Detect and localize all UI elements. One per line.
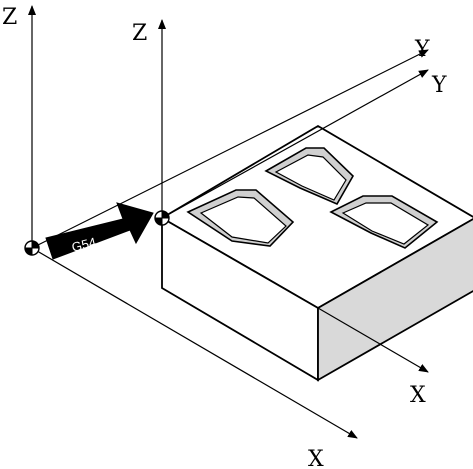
g54-label: G54 <box>70 234 97 255</box>
pocket-right <box>329 195 439 249</box>
workpiece-x-label: X <box>410 383 426 408</box>
machine-coordinate-system: Z X Y <box>2 5 430 469</box>
workpiece-coordinate-system: Z Y X <box>132 19 447 408</box>
machine-zero-symbol <box>24 240 40 256</box>
workpiece-y-axis <box>161 69 429 219</box>
workpiece-zero-symbol <box>154 210 170 226</box>
machine-z-label: Z <box>2 5 17 30</box>
machine-y-label: Y <box>414 37 430 62</box>
machine-x-label: X <box>308 447 324 469</box>
pocket-left <box>186 189 295 247</box>
machine-y-axis <box>31 49 429 249</box>
workpiece-y-label: Y <box>431 73 447 98</box>
g54-offset-arrow: G54 <box>45 202 154 260</box>
pocket-top <box>264 147 355 206</box>
workpiece-z-label: Z <box>132 21 147 46</box>
machine-x-axis <box>31 247 358 439</box>
block-right-face <box>317 218 473 382</box>
workpiece-block <box>160 124 473 382</box>
workpiece-x-axis <box>317 307 429 373</box>
